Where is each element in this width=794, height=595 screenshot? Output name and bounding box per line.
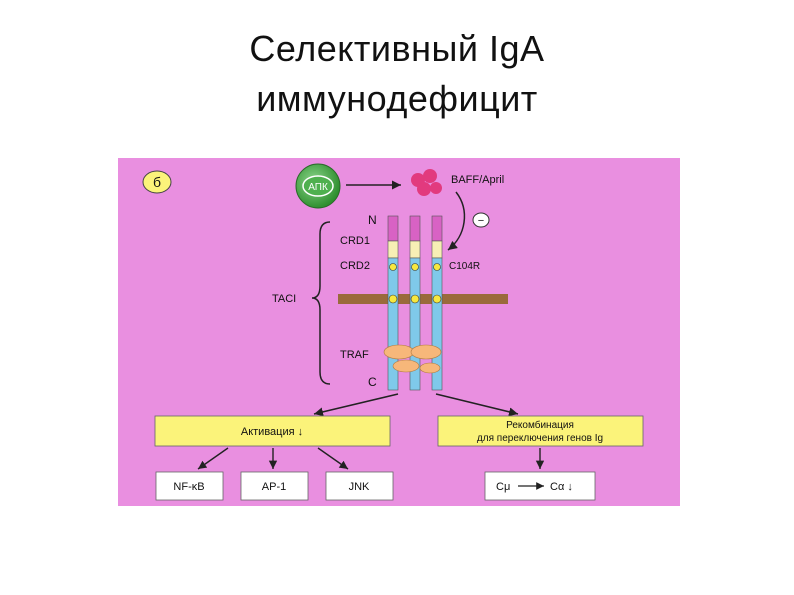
recombination-label-line1: Рекомбинация [506, 419, 574, 431]
activation-label: Активация ↓ [241, 426, 303, 438]
slide-title-line-2: иммунодефицит [0, 78, 794, 120]
crd2-label: CRD2 [340, 260, 370, 272]
mutation-label: C104R [449, 261, 480, 272]
figure-background [118, 158, 680, 506]
taci-label: TACI [272, 293, 296, 305]
slide-title-line-1: Селективный IgA [0, 28, 794, 70]
c-terminus-label: C [368, 375, 377, 389]
inhibition-sign: − [478, 215, 484, 227]
switch-to-label: Cα ↓ [550, 481, 573, 493]
cell-membrane [338, 294, 508, 304]
taci-signaling-diagram: б АПК BAFF/April − N CRD1 CRD2 TACI TRAF… [118, 158, 680, 506]
jnk-label: JNK [349, 481, 370, 493]
switch-from-label: Cμ [496, 481, 510, 493]
nfkb-label: NF-κB [173, 481, 204, 493]
crd1-label: CRD1 [340, 235, 370, 247]
ligand-label: BAFF/April [451, 174, 504, 186]
traf-label: TRAF [340, 349, 369, 361]
panel-label: б [153, 174, 161, 190]
n-terminus-label: N [368, 213, 377, 227]
ap1-label: AP-1 [262, 481, 286, 493]
recombination-label-line2: для переключения генов Ig [477, 433, 603, 444]
apc-label: АПК [308, 182, 328, 193]
